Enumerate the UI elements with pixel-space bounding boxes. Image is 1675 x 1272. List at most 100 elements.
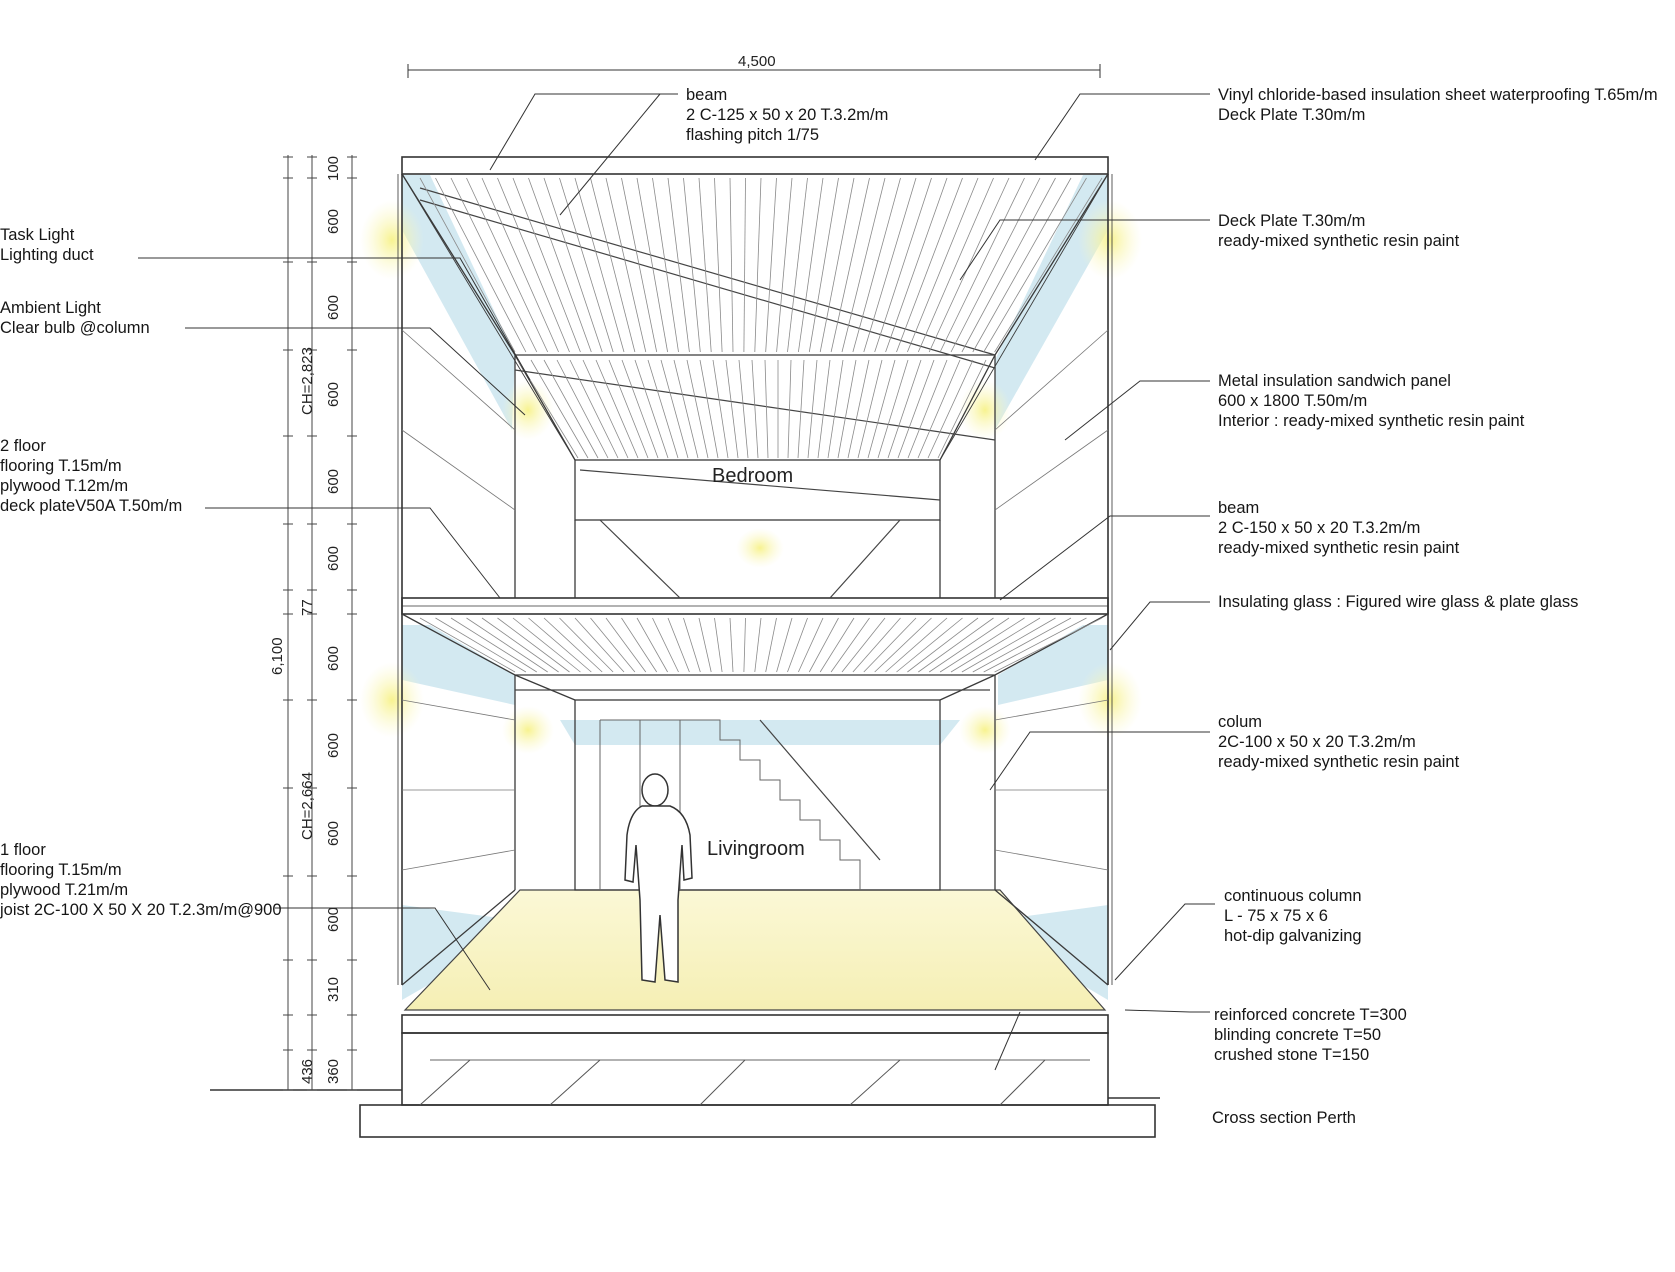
- ceiling-rib: [530, 359, 589, 459]
- ceiling-rib: [512, 177, 581, 353]
- module-dimension-label: 600: [325, 209, 342, 234]
- callout-line: 2 C-125 x 50 x 20 T.3.2m/m: [686, 106, 889, 124]
- callout-line: blinding concrete T=50: [1214, 1026, 1382, 1044]
- ceiling-rib: [808, 177, 839, 353]
- ceiling-rib: [667, 617, 690, 673]
- ceiling-rib: [419, 617, 516, 673]
- ceiling-rib: [605, 177, 647, 353]
- ceiling-rib: [874, 177, 932, 353]
- ceiling-rib: [937, 359, 987, 459]
- ceiling-rib: [450, 617, 538, 673]
- callout-floor-beam: beam 2 C-150 x 50 x 20 T.3.2m/m ready-mi…: [1218, 498, 1459, 558]
- ceiling-rib: [698, 617, 712, 673]
- ceiling-rib: [852, 617, 901, 673]
- ceiling-rib: [841, 177, 886, 353]
- ceiling-rib: [852, 177, 901, 353]
- ceiling-rib: [928, 617, 1010, 673]
- ceiling-rib: [497, 617, 570, 673]
- upper-ceiling-ribs: [419, 177, 1103, 459]
- ceiling-rib: [798, 177, 824, 353]
- ceiling-rib: [673, 359, 699, 459]
- callout-line: colum: [1218, 713, 1263, 731]
- ceiling-rib: [776, 177, 793, 353]
- width-dimension: [407, 64, 1101, 78]
- ceiling-rib: [950, 177, 1041, 353]
- ceiling-rib: [983, 177, 1087, 353]
- ceiling-rib: [764, 359, 769, 459]
- ceiling-rib: [595, 359, 639, 459]
- ceiling-rib: [497, 177, 570, 353]
- callout-line: plywood T.12m/m: [0, 477, 129, 495]
- ceiling-rib: [817, 359, 831, 459]
- ceiling-rib: [928, 177, 1010, 353]
- ceiling-rib: [652, 177, 679, 353]
- module-dimension-label: 600: [325, 907, 342, 932]
- room-label-livingroom: Livingroom: [707, 838, 805, 860]
- ceiling-rib: [738, 359, 749, 459]
- callout-roof-beam: beam 2 C-125 x 50 x 20 T.3.2m/m flashing…: [686, 85, 888, 145]
- ceiling-rib: [743, 617, 746, 673]
- ceiling-rib: [590, 177, 636, 353]
- module-dimension-label: 600: [325, 646, 342, 671]
- ceiling-rib: [714, 177, 723, 353]
- ceiling-rib: [907, 617, 979, 673]
- ceiling-rib: [751, 359, 759, 459]
- callout-task-light: Task Light Lighting duct: [0, 225, 94, 265]
- ceiling-rib: [917, 177, 994, 353]
- ceiling-rib: [819, 177, 855, 353]
- ceiling-rib: [994, 617, 1103, 673]
- callout-wall-panel: Metal insulation sandwich panel 600 x 18…: [1218, 371, 1524, 431]
- callout-continuous-column: continuous column L - 75 x 75 x 6 hot-di…: [1224, 886, 1362, 946]
- ceiling-rib: [819, 617, 855, 673]
- callout-line: deck plateV50A T.50m/m: [0, 497, 183, 515]
- ceiling-rib: [787, 617, 808, 673]
- module-dimension-label: 436: [299, 1059, 316, 1084]
- module-dimension-label: 600: [325, 382, 342, 407]
- ceiling-rib: [877, 359, 909, 459]
- ceiling-rib: [481, 617, 559, 673]
- ceiling-rib: [961, 617, 1056, 673]
- ceiling-rib: [435, 177, 527, 353]
- ceiling-rib: [667, 177, 690, 353]
- ceiling-rib: [972, 177, 1072, 353]
- callout-line: joist 2C-100 X 50 X 20 T.2.3m/m@900: [0, 901, 282, 919]
- callout-line: flashing pitch 1/75: [686, 126, 820, 144]
- ceiling-rib: [699, 359, 719, 459]
- ceiling-rib: [660, 359, 689, 459]
- ceiling-rib: [797, 359, 805, 459]
- diagonal-beams: [419, 187, 996, 861]
- ceiling-rib: [621, 617, 658, 673]
- ceiling-rib: [994, 177, 1103, 353]
- ceiling-rib: [857, 359, 883, 459]
- ceiling-rib: [787, 359, 792, 459]
- module-dimension-label: 600: [325, 733, 342, 758]
- callout-line: 2 C-150 x 50 x 20 T.3.2m/m: [1218, 519, 1421, 537]
- ceiling-rib: [896, 177, 963, 353]
- ceiling-rib: [683, 177, 701, 353]
- module-dimension-label: 360: [325, 1059, 342, 1084]
- ceiling-rib: [574, 177, 625, 353]
- person-figure: [624, 773, 693, 983]
- module-dimension-label: 310: [325, 977, 342, 1002]
- ceiling-rib: [863, 617, 917, 673]
- ceiling-rib: [725, 359, 739, 459]
- ceiling-rib: [927, 359, 974, 459]
- vertical-dimensions: [287, 155, 353, 1090]
- module-dimension-label: 600: [325, 295, 342, 320]
- module-dimension-label: 600: [325, 546, 342, 571]
- overall-height-label: 6,100: [269, 637, 286, 675]
- ceiling-rib: [765, 177, 777, 353]
- ceiling-rib: [686, 359, 709, 459]
- outer-frame: [210, 156, 1160, 1138]
- callout-line: ready-mixed synthetic resin paint: [1218, 539, 1460, 557]
- ceiling-rib: [897, 359, 935, 459]
- callout-line: ready-mixed synthetic resin paint: [1218, 232, 1460, 250]
- ceiling-rib: [950, 617, 1041, 673]
- callout-line: Ambient Light: [0, 299, 101, 317]
- callout-column: colum 2C-100 x 50 x 20 T.3.2m/m ready-mi…: [1218, 712, 1459, 772]
- callout-line: Cross section Perth: [1212, 1109, 1356, 1127]
- ceiling-rib: [847, 359, 870, 459]
- module-dimension-labels: 1006006006006006007760060060060031036043…: [299, 156, 342, 1084]
- callout-line: beam: [686, 86, 728, 104]
